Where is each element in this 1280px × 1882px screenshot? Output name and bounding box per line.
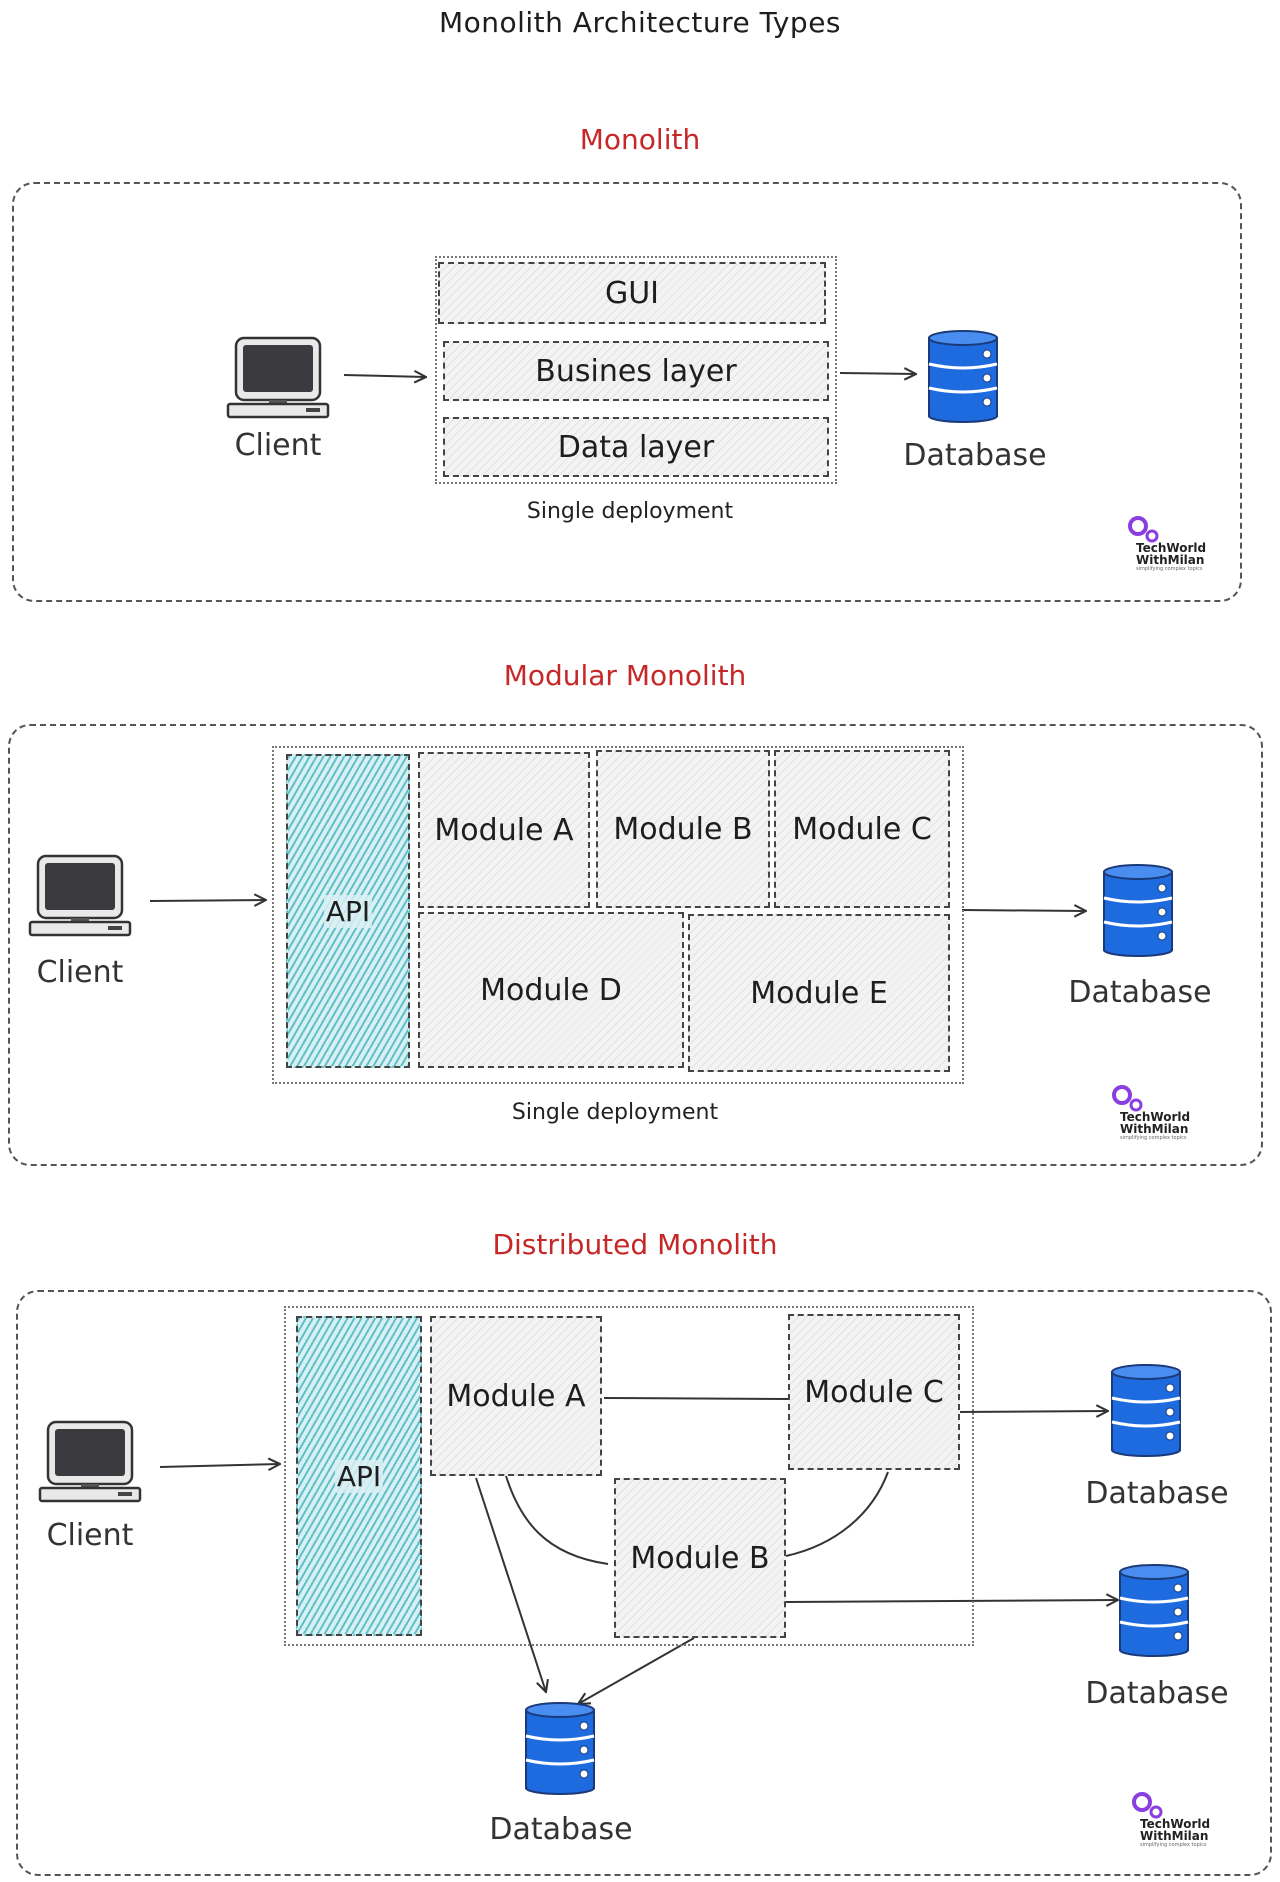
module-d: Module D <box>418 912 684 1068</box>
module-a: Module A <box>430 1316 602 1476</box>
arrow-app-to-database <box>839 373 916 374</box>
techworld-logo-icon: TechWorld WithMilan simplifying complex … <box>1112 1085 1191 1141</box>
arrow-module-b-to-database <box>578 1637 695 1704</box>
logo-line1: TechWorld <box>1136 541 1207 555</box>
computer-monitor-icon <box>28 854 132 940</box>
database-label: Database <box>489 1812 633 1847</box>
logo-tagline: simplifying complex topics <box>1136 566 1203 572</box>
logo-line2: WithMilan <box>1120 1122 1189 1136</box>
module-c: Module C <box>774 750 950 908</box>
logo-tagline: simplifying complex topics <box>1140 1842 1207 1848</box>
client-label: Client <box>36 955 124 990</box>
logo-line1: TechWorld <box>1120 1110 1191 1124</box>
link-module-c-to-module-b <box>785 1471 889 1557</box>
computer-monitor-icon <box>226 336 330 422</box>
database-cylinder-icon <box>925 328 1001 426</box>
module-a: Module A <box>418 752 590 908</box>
database-label: Database <box>1068 975 1212 1010</box>
module-c: Module C <box>788 1314 960 1470</box>
link-module-a-to-module-c <box>603 1397 791 1400</box>
module-b: Module B <box>614 1478 786 1638</box>
api-block: API <box>296 1316 422 1636</box>
section-title-modular-monolith: Modular Monolith <box>503 659 747 692</box>
page-title: Monolith Architecture Types <box>438 6 842 39</box>
arrow-modules-to-database <box>961 910 1086 911</box>
client-label: Client <box>234 428 322 463</box>
logo-line2: WithMilan <box>1140 1829 1209 1843</box>
section-title-monolith: Monolith <box>579 123 701 156</box>
arrow-module-c-to-database <box>957 1411 1108 1412</box>
database-label: Database <box>1085 1476 1229 1511</box>
deployment-label: Single deployment <box>526 499 734 524</box>
database-cylinder-icon <box>1116 1562 1192 1660</box>
logo-line2: WithMilan <box>1136 553 1205 567</box>
computer-monitor-icon <box>38 1420 142 1506</box>
monolith-panel <box>12 182 1242 602</box>
database-cylinder-icon <box>1100 862 1176 960</box>
layer-gui: GUI <box>438 262 826 324</box>
client-label: Client <box>46 1518 134 1553</box>
deployment-label: Single deployment <box>511 1100 719 1125</box>
arrow-module-a-to-database <box>475 1477 546 1692</box>
techworld-logo-icon: TechWorld WithMilan simplifying complex … <box>1132 1792 1211 1848</box>
distributed-deployment-boundary <box>284 1306 974 1646</box>
database-cylinder-icon <box>522 1700 598 1798</box>
logo-line1: TechWorld <box>1140 1817 1211 1831</box>
link-module-a-to-module-b <box>505 1475 609 1565</box>
database-label: Database <box>1085 1676 1229 1711</box>
arrow-client-to-api <box>159 1464 280 1467</box>
layer-data: Data layer <box>443 417 829 477</box>
arrow-client-to-app <box>343 375 426 377</box>
arrow-module-b-to-database <box>785 1600 1118 1602</box>
api-block: API <box>286 754 410 1068</box>
techworld-logo-icon: TechWorld WithMilan simplifying complex … <box>1128 516 1207 572</box>
distributed-monolith-panel <box>16 1290 1272 1876</box>
module-e: Module E <box>688 914 950 1072</box>
database-cylinder-icon <box>1108 1362 1184 1460</box>
logo-tagline: simplifying complex topics <box>1120 1135 1187 1141</box>
modular-monolith-panel <box>8 724 1263 1166</box>
arrow-client-to-api <box>149 900 266 901</box>
section-title-distributed-monolith: Distributed Monolith <box>492 1228 778 1261</box>
modular-deployment-boundary <box>272 746 964 1084</box>
database-label: Database <box>903 438 1047 473</box>
module-b: Module B <box>596 750 770 908</box>
layer-business: Busines layer <box>443 341 829 401</box>
monolith-deployment-boundary <box>435 256 837 484</box>
